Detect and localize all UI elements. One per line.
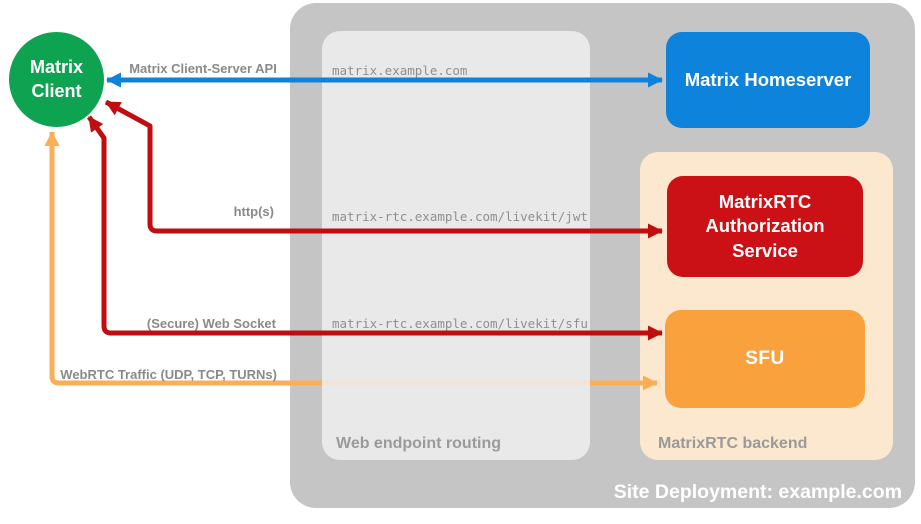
matrixrtc-backend-caption: MatrixRTC backend xyxy=(658,435,808,452)
https-label: http(s) xyxy=(233,204,274,219)
sfu-node: SFU xyxy=(665,310,865,408)
client-server-api-label: Matrix Client-Server API xyxy=(129,61,277,76)
matrix-homeserver-node: Matrix Homeserver xyxy=(666,32,870,128)
livekit-sfu-endpoint-url: matrix-rtc.example.com/livekit/sfu xyxy=(332,316,588,331)
livekit-jwt-endpoint-url: matrix-rtc.example.com/livekit/jwt xyxy=(332,209,588,224)
matrix-endpoint-url: matrix.example.com xyxy=(332,63,468,78)
web-endpoint-routing-container xyxy=(322,31,590,460)
web-endpoint-routing-caption: Web endpoint routing xyxy=(336,435,502,452)
matrix-client-node: Matrix Client xyxy=(9,32,104,127)
matrixrtc-authorization-service-label: MatrixRTC Authorization Service xyxy=(705,191,825,261)
matrixrtc-authorization-service-node: MatrixRTC Authorization Service xyxy=(667,176,863,277)
site-deployment-caption: Site Deployment: example.com xyxy=(613,481,902,503)
matrix-homeserver-label: Matrix Homeserver xyxy=(684,69,852,90)
websocket-label: (Secure) Web Socket xyxy=(146,316,276,331)
webrtc-traffic-label: WebRTC Traffic (UDP, TCP, TURNs) xyxy=(60,367,277,382)
matrix-client-label: Matrix Client xyxy=(29,57,83,101)
sfu-label: SFU xyxy=(745,348,785,369)
